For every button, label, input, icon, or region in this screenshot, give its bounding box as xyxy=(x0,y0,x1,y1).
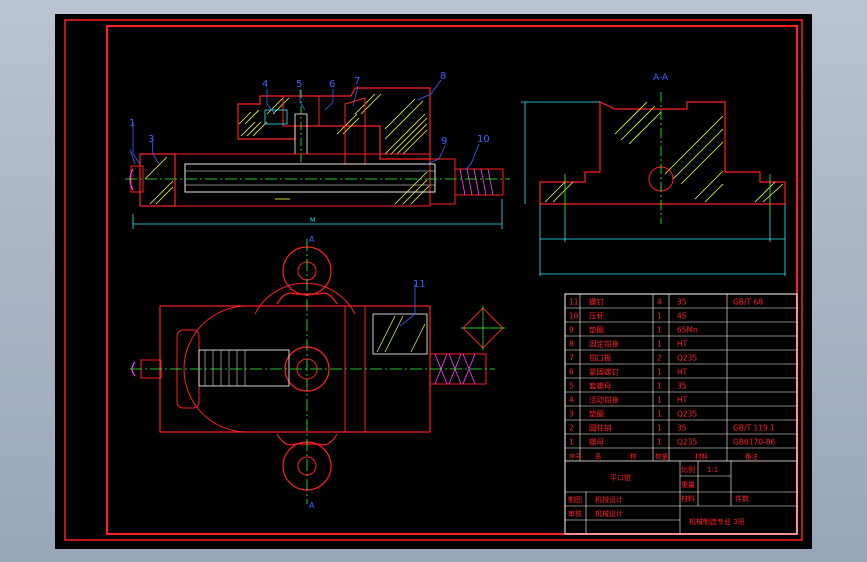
parts-cell-no: 6 xyxy=(569,368,574,377)
parts-header-cell: 名 xyxy=(595,452,602,461)
balloon-4: 4 xyxy=(262,79,268,90)
parts-cell-mat: 35 xyxy=(677,298,687,307)
school-text: 机械制造专业 3班 xyxy=(689,517,745,526)
sheet-label: 件数 xyxy=(735,494,749,503)
cad-drawing: M 1 3 4 5 6 7 8 9 10 11 xyxy=(64,19,803,541)
parts-cell-mat: 35 xyxy=(677,382,687,391)
parts-cell-name: 垫圈 xyxy=(589,409,604,419)
parts-cell-no: 5 xyxy=(569,382,574,391)
checked-value: 机械设计 xyxy=(595,509,623,518)
parts-cell-mat: Q235 xyxy=(677,410,697,419)
balloon-9: 9 xyxy=(441,136,447,147)
parts-cell-mat: 35 xyxy=(677,424,687,433)
scale-label: 比例 xyxy=(681,465,695,474)
parts-cell-name: 螺母 xyxy=(589,437,604,447)
material-label: 材料 xyxy=(681,494,695,503)
inner-frame xyxy=(106,25,798,535)
balloon-6: 6 xyxy=(329,79,335,90)
parts-header-cell: 序号 xyxy=(569,452,583,461)
parts-cell-name: 压杆 xyxy=(589,311,604,321)
parts-cell-mat: Q235 xyxy=(677,354,697,363)
parts-cell-std: GB/T 119.1 xyxy=(733,424,775,433)
section-label-aa: A-A xyxy=(653,73,669,83)
parts-cell-qty: 1 xyxy=(657,396,662,405)
drawn-label: 制图 xyxy=(568,495,582,504)
parts-cell-name: 螺钉 xyxy=(589,297,604,307)
parts-cell-mat: HT xyxy=(677,396,688,405)
parts-cell-no: 7 xyxy=(569,354,574,363)
parts-cell-no: 4 xyxy=(569,396,574,405)
parts-header-cell: 称 xyxy=(630,452,637,461)
checked-label: 审核 xyxy=(568,509,582,518)
parts-cell-no: 2 xyxy=(569,424,574,433)
parts-cell-std: GB/T 68 xyxy=(733,298,763,307)
parts-cell-qty: 4 xyxy=(657,298,662,307)
parts-cell-mat: HT xyxy=(677,340,688,349)
balloon-8: 8 xyxy=(440,71,446,82)
section-mark-bottom: A xyxy=(309,501,315,510)
parts-cell-name: 活动钳身 xyxy=(589,395,619,405)
parts-cell-mat: 45 xyxy=(677,312,687,321)
parts-cell-no: 8 xyxy=(569,340,574,349)
outer-frame xyxy=(64,19,803,541)
front-view: M xyxy=(125,79,510,229)
parts-cell-name: 固定钳身 xyxy=(589,339,619,349)
parts-cell-no: 9 xyxy=(569,326,574,335)
balloon-3: 3 xyxy=(148,134,154,145)
parts-cell-qty: 1 xyxy=(657,382,662,391)
top-view xyxy=(130,239,505,504)
parts-list xyxy=(564,293,798,535)
section-mark-top: A xyxy=(309,235,315,244)
parts-cell-name: 钳口板 xyxy=(589,353,612,363)
parts-cell-no: 3 xyxy=(569,410,574,419)
drawing-canvas[interactable]: M 1 3 4 5 6 7 8 9 10 11 xyxy=(55,14,812,549)
parts-cell-qty: 1 xyxy=(657,368,662,377)
parts-cell-qty: 1 xyxy=(657,424,662,433)
weight-label: 重量 xyxy=(681,481,695,489)
parts-cell-qty: 1 xyxy=(657,326,662,335)
drawn-value: 机械设计 xyxy=(595,495,623,504)
parts-cell-mat: 65Mn xyxy=(677,326,698,335)
parts-cell-qty: 1 xyxy=(657,312,662,321)
parts-header-cell: 数量 xyxy=(655,452,669,461)
parts-cell-mat: Q235 xyxy=(677,438,697,447)
title-text: 平口钳 xyxy=(610,473,631,482)
parts-cell-std: GB6170-86 xyxy=(733,438,776,447)
parts-cell-qty: 1 xyxy=(657,410,662,419)
balloon-1: 1 xyxy=(129,118,135,129)
parts-cell-qty: 1 xyxy=(657,438,662,447)
parts-cell-name: 圆柱销 xyxy=(589,423,612,433)
parts-cell-qty: 1 xyxy=(657,340,662,349)
parts-cell-no: 11 xyxy=(569,298,579,307)
balloon-11: 11 xyxy=(413,279,426,290)
dim-main-length: M xyxy=(310,217,315,224)
side-section-view xyxy=(521,92,786,276)
parts-header-cell: 备注 xyxy=(745,452,759,461)
parts-cell-no: 10 xyxy=(569,312,579,321)
scale-value: 1:1 xyxy=(707,466,718,474)
balloon-5: 5 xyxy=(296,79,302,90)
parts-header-cell: 材料 xyxy=(695,452,709,461)
parts-cell-no: 1 xyxy=(569,438,574,447)
balloon-10: 10 xyxy=(477,134,490,145)
parts-cell-qty: 2 xyxy=(657,354,662,363)
parts-cell-name: 套螺母 xyxy=(589,381,612,391)
parts-cell-name: 垫圈 xyxy=(589,325,604,335)
parts-cell-mat: HT xyxy=(677,368,688,377)
balloon-7: 7 xyxy=(354,76,360,87)
parts-cell-name: 紧固螺钉 xyxy=(589,367,619,377)
